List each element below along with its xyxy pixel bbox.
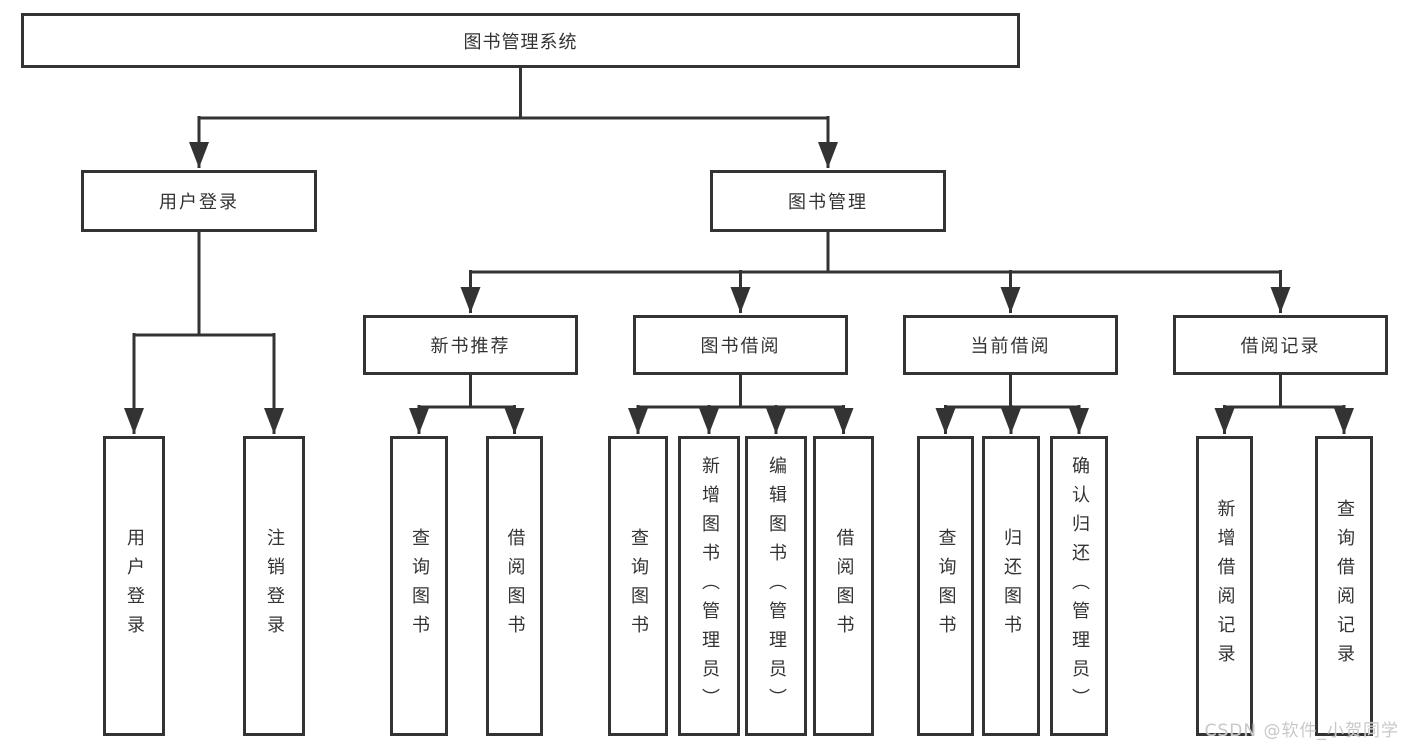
node-book-borrowing-label: 图书借阅 [700,336,781,357]
node-user-login-label: 用户登录 [159,192,239,213]
connector-line [945,375,1079,409]
node-book-management: 图书管理 [710,170,946,232]
node-query-books-3: 查询图书 [917,436,974,736]
node-current-borrowing: 当前借阅 [903,315,1118,375]
node-query-books-2-label: 查询图书 [628,528,649,644]
node-return-books-label: 归还图书 [1001,528,1022,644]
node-new-book-recommend-label: 新书推荐 [430,336,511,357]
node-add-books-admin: 新增图书（管理员） [678,436,740,736]
node-current-borrowing-label: 当前借阅 [970,336,1051,357]
node-library-system-label: 图书管理系统 [463,31,578,53]
node-borrow-books-1: 借阅图书 [486,436,543,736]
node-query-books-3-label: 查询图书 [935,528,957,644]
csdn-watermark: CSDN @软件_小贺同学 [1204,721,1399,741]
node-add-borrow-record: 新增借阅记录 [1196,436,1253,736]
node-logout-leaf: 注销登录 [243,436,305,736]
node-new-book-recommend: 新书推荐 [363,315,578,375]
connector-line [199,68,828,120]
node-user-login-leaf-label: 用户登录 [124,528,145,644]
node-add-books-admin-label: 新增图书（管理员） [699,455,720,717]
connector-group [124,68,1354,434]
node-book-management-label: 图书管理 [788,192,868,213]
connector-line [134,232,274,337]
node-query-books-1: 查询图书 [390,436,448,736]
node-user-login-leaf: 用户登录 [103,436,165,736]
node-query-books-2: 查询图书 [608,436,668,736]
node-borrowing-records-label: 借阅记录 [1240,336,1321,357]
node-query-books-1-label: 查询图书 [409,528,430,644]
node-user-login: 用户登录 [81,170,317,232]
connector-line [638,375,844,409]
node-logout-leaf-label: 注销登录 [264,528,285,644]
node-confirm-return-admin: 确认归还（管理员） [1050,436,1108,736]
node-borrow-books-2-label: 借阅图书 [833,528,855,644]
node-edit-books-admin: 编辑图书（管理员） [745,436,807,736]
node-return-books: 归还图书 [982,436,1040,736]
node-book-borrowing: 图书借阅 [633,315,848,375]
node-library-system: 图书管理系统 [21,13,1020,68]
node-add-borrow-record-label: 新增借阅记录 [1214,499,1236,673]
node-confirm-return-admin-label: 确认归还（管理员） [1069,455,1090,717]
node-borrow-books-2: 借阅图书 [813,436,874,736]
connector-line [1224,375,1344,409]
node-edit-books-admin-label: 编辑图书（管理员） [766,455,787,717]
node-query-borrow-record-label: 查询借阅记录 [1334,499,1355,673]
connector-line [419,375,515,409]
node-borrow-books-1-label: 借阅图书 [504,528,526,644]
connector-line [470,232,1281,274]
node-borrowing-records: 借阅记录 [1173,315,1388,375]
node-query-borrow-record: 查询借阅记录 [1315,436,1373,736]
